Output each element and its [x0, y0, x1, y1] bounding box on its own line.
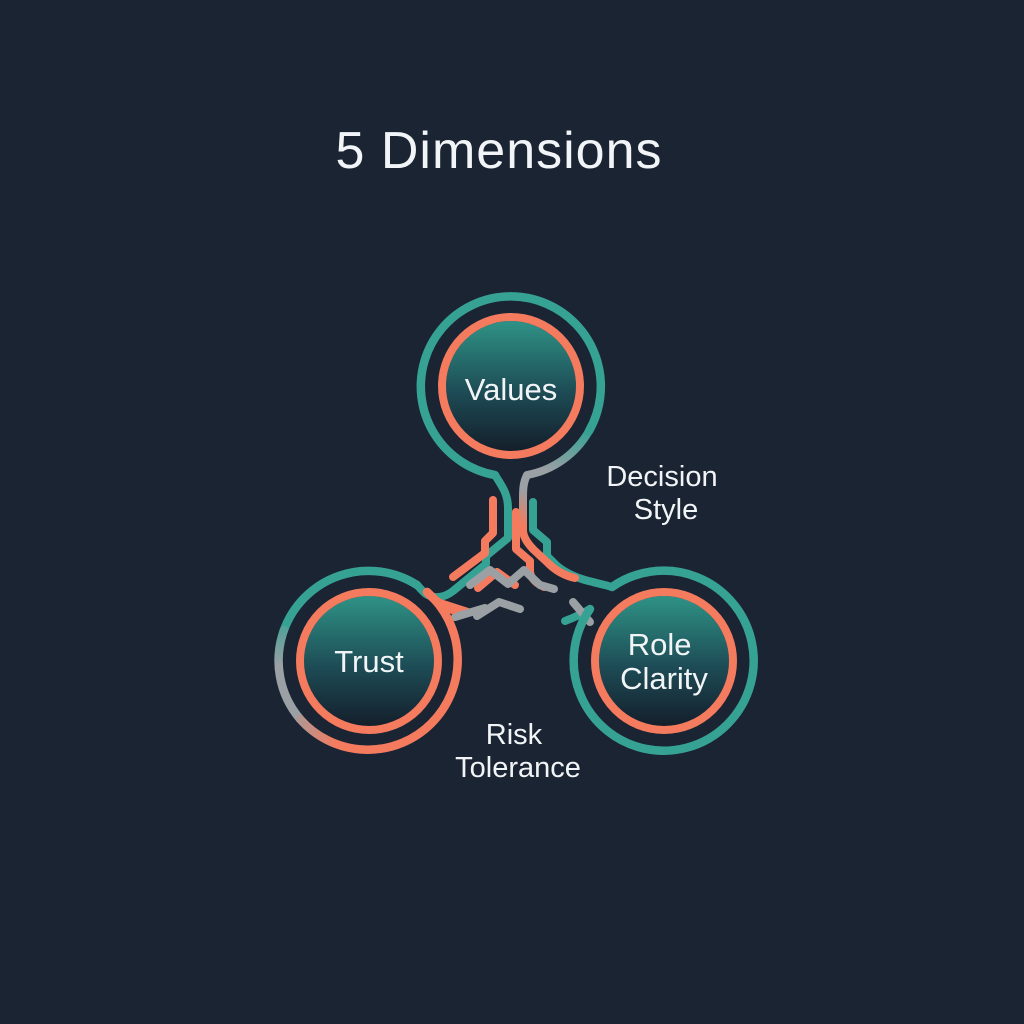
- role-clarity-label-line2: Clarity: [620, 661, 708, 696]
- values-node-fill: [446, 321, 576, 451]
- connector-orange-neck-left: [449, 496, 497, 581]
- role-clarity-outer-ring: [569, 566, 758, 755]
- connector-gray-orange-values-to-role: [519, 427, 593, 582]
- trust-node-fill: [304, 596, 434, 726]
- trust-outer-ring-orange: [295, 587, 462, 754]
- trust-inner-ring: [296, 588, 442, 734]
- trust-outer-ring-gray: [274, 625, 305, 724]
- trust-outer-ring-teal: [279, 566, 422, 635]
- decision-style-label: Decision Style: [606, 461, 725, 526]
- risk-tolerance-label: Risk Tolerance: [455, 719, 581, 784]
- role-clarity-inner-ring: [591, 588, 737, 734]
- connector-gray-zigzag-upper: [466, 566, 558, 593]
- page-title: 5 Dimensions: [335, 122, 662, 180]
- connector-gray-trust-stub: [451, 604, 489, 621]
- risk-tolerance-label-line2: Tolerance: [455, 752, 581, 784]
- decision-style-label-line1: Decision: [606, 461, 717, 493]
- role-clarity-node-label: Role Clarity: [620, 627, 708, 696]
- decision-style-label-line2: Style: [634, 494, 698, 526]
- connector-teal-values-to-trust: [413, 471, 512, 602]
- values-outer-ring: [416, 292, 606, 480]
- values-inner-ring: [438, 313, 584, 459]
- trust-node-label: Trust: [334, 644, 404, 679]
- role-clarity-node-fill: [599, 596, 729, 726]
- values-node-label: Values: [465, 372, 558, 407]
- risk-tolerance-label-line1: Risk: [486, 719, 543, 751]
- trust-outer-ring-orange-exit: [422, 587, 458, 615]
- role-clarity-label-line1: Role: [628, 627, 692, 662]
